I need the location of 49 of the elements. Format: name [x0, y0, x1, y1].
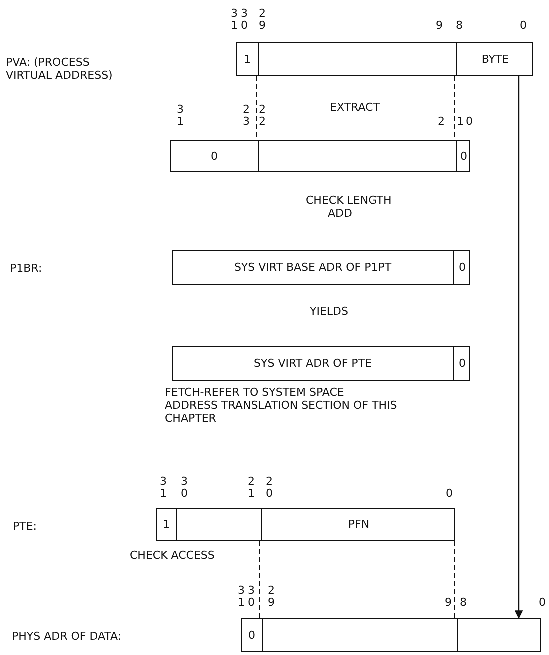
bit-number: 29 — [259, 8, 266, 32]
register-box — [156, 508, 455, 541]
bit-field: 0 — [453, 251, 471, 284]
bit-field: 0 — [456, 141, 471, 171]
bit-number: 1 — [457, 116, 464, 128]
bit-number: 20 — [266, 476, 273, 500]
bit-number: 0 — [539, 597, 546, 609]
bit-number: 0 — [466, 116, 473, 128]
bit-number: 31 — [177, 104, 184, 128]
annotation-text: P1BR: — [10, 262, 44, 275]
bit-number: 22 — [259, 104, 266, 128]
arrow — [514, 75, 524, 619]
annotation-text: PHYS ADR OF DATA: — [12, 630, 123, 643]
bit-number: 8 — [460, 597, 467, 609]
annotation-text: EXTRACT — [330, 101, 381, 114]
bit-number: 31 — [238, 585, 245, 609]
annotation-text: CHECK LENGTH — [306, 194, 393, 207]
bit-field: 1 — [157, 509, 176, 540]
bit-number: 31 — [231, 8, 238, 32]
bit-number: 29 — [268, 585, 275, 609]
bit-number: 30 — [181, 476, 188, 500]
register-box — [241, 618, 541, 652]
annotation-text: YIELDS — [310, 305, 350, 318]
bit-number: 31 — [160, 476, 167, 500]
bit-field: PFN — [261, 509, 456, 540]
bit-field: 0 — [171, 141, 258, 171]
bit-field: 0 — [242, 619, 262, 651]
bit-number: 8 — [456, 20, 463, 32]
bit-number: 9 — [445, 597, 452, 609]
bit-field: SYS VIRT ADR OF PTE — [173, 347, 453, 380]
bit-number: 0 — [446, 488, 453, 500]
bit-field: 1 — [237, 43, 258, 75]
register-box — [170, 140, 470, 172]
bit-number: 30 — [248, 585, 255, 609]
bit-number: 2 — [438, 116, 445, 128]
annotation-text: CHECK ACCESS — [130, 549, 216, 562]
bit-field: 0 — [453, 347, 471, 380]
annotation-text: PTE: — [13, 520, 38, 533]
bit-number: 30 — [241, 8, 248, 32]
bit-number: 23 — [243, 104, 250, 128]
bit-number: 21 — [248, 476, 255, 500]
register-box — [236, 42, 533, 76]
annotation-text: ADD — [328, 207, 354, 220]
bit-field: BYTE — [456, 43, 534, 75]
annotation-text: PVA: (PROCESS VIRTUAL ADDRESS) — [6, 56, 114, 82]
bit-field: SYS VIRT BASE ADR OF P1PT — [173, 251, 453, 284]
annotation-text: FETCH-REFER TO SYSTEM SPACE ADDRESS TRANSLATION SECTION OF THIS CHAPTER — [165, 386, 398, 425]
bit-number: 9 — [436, 20, 443, 32]
bit-number: 0 — [520, 20, 527, 32]
